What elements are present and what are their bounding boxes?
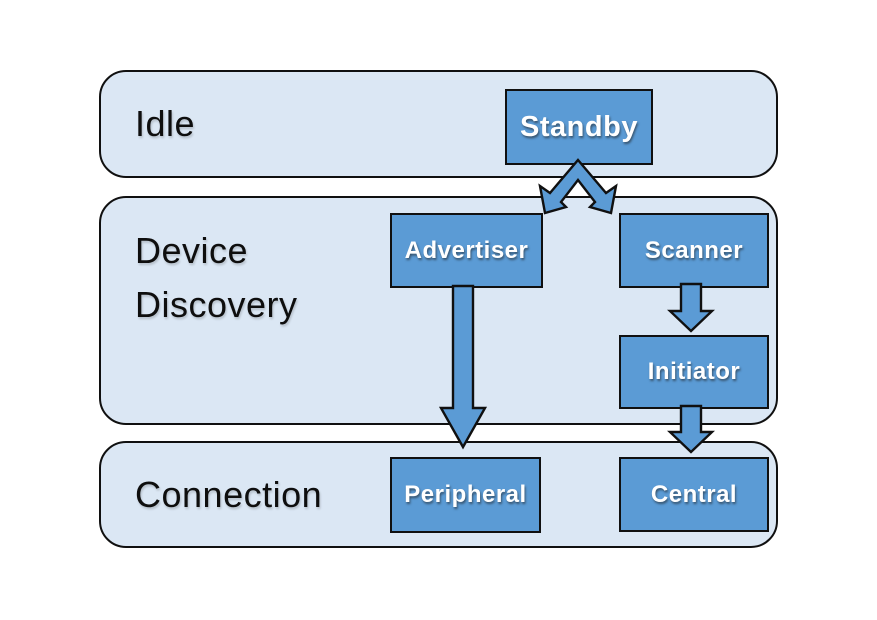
node-advertiser-label: Advertiser (404, 236, 529, 264)
node-peripheral: Peripheral (390, 457, 541, 533)
node-standby-label: Standby (520, 110, 638, 143)
band-device-discovery: Device Discovery Advertiser Scanner Init… (99, 196, 778, 425)
band-connection: Connection Peripheral Central (99, 441, 778, 548)
band-connection-label: Connection (135, 473, 323, 515)
node-standby: Standby (505, 89, 653, 165)
band-idle: Idle Standby (99, 70, 778, 178)
node-peripheral-label: Peripheral (404, 481, 527, 508)
node-central: Central (619, 457, 769, 532)
band-device-discovery-label: Device Discovery (135, 230, 298, 325)
node-initiator-label: Initiator (647, 358, 741, 385)
node-advertiser: Advertiser (390, 213, 543, 288)
node-initiator: Initiator (619, 335, 769, 409)
band-idle-label: Idle (135, 103, 196, 145)
node-central-label: Central (650, 480, 738, 508)
node-scanner-label: Scanner (644, 236, 744, 264)
node-scanner: Scanner (619, 213, 769, 288)
